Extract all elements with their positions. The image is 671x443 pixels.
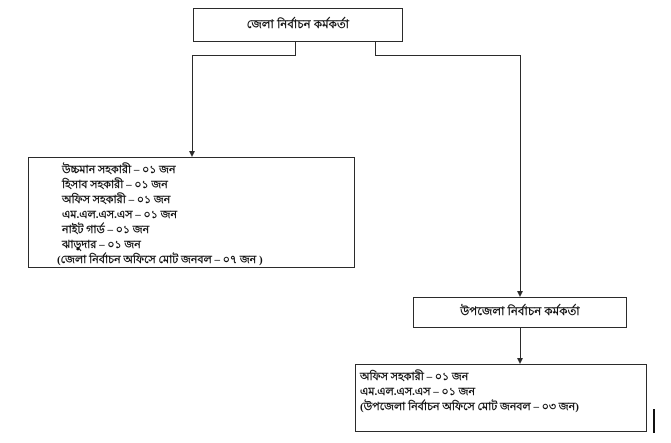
node-upazila-office-staff: অফিস সহকারী – ০১ জন এম.এল.এস.এস – ০১ জন …: [355, 364, 647, 432]
list-item: এম.এল.এস.এস – ০১ জন: [360, 386, 476, 398]
list-item: হিসাব সহকারী – ০১ জন: [62, 179, 168, 191]
connector-district-left-stub: [295, 42, 296, 56]
text-caret: [653, 409, 655, 433]
list-item: নাইট গার্ড – ০১ জন: [62, 224, 150, 236]
list-item-total: (জেলা নির্বাচন অফিসে মোট জনবল – ০৭ জন ): [57, 254, 263, 266]
connector-vertical-to-district-staff: [192, 55, 193, 151]
node-district-election-officer: জেলা নির্বাচন কর্মকর্তা: [193, 8, 403, 42]
arrow-to-district-staff: [189, 151, 195, 157]
list-item: ঝাড়ুদার – ০১ জন: [62, 239, 141, 251]
list-item: উচ্চমান সহকারী – ০১ জন: [62, 164, 176, 176]
list-item: এম.এল.এস.এস – ০১ জন: [62, 209, 178, 221]
arrow-to-upazila-officer: [517, 291, 523, 297]
connector-district-right-stub: [375, 42, 376, 56]
connector-vertical-to-upazila-staff: [520, 328, 521, 358]
node-district-office-staff: উচ্চমান সহকারী – ০১ জন হিসাব সহকারী – ০১…: [28, 157, 355, 268]
connector-horizontal-right: [375, 55, 521, 56]
arrow-to-upazila-staff: [517, 358, 523, 364]
list-item: অফিস সহকারী – ০১ জন: [62, 194, 171, 206]
node-district-election-officer-label: জেলা নির্বাচন কর্মকর্তা: [246, 18, 350, 31]
connector-vertical-to-upazila-officer: [520, 55, 521, 291]
node-upazila-election-officer-label: উপজেলা নির্বাচন কর্মকর্তা: [460, 306, 580, 318]
connector-horizontal-left: [192, 55, 296, 56]
node-upazila-election-officer: উপজেলা নির্বাচন কর্মকর্তা: [413, 297, 627, 328]
list-item-total: (উপজেলা নির্বাচন অফিসে মোট জনবল – ০৩ জন): [360, 401, 579, 413]
list-item: অফিস সহকারী – ০১ জন: [360, 371, 469, 383]
